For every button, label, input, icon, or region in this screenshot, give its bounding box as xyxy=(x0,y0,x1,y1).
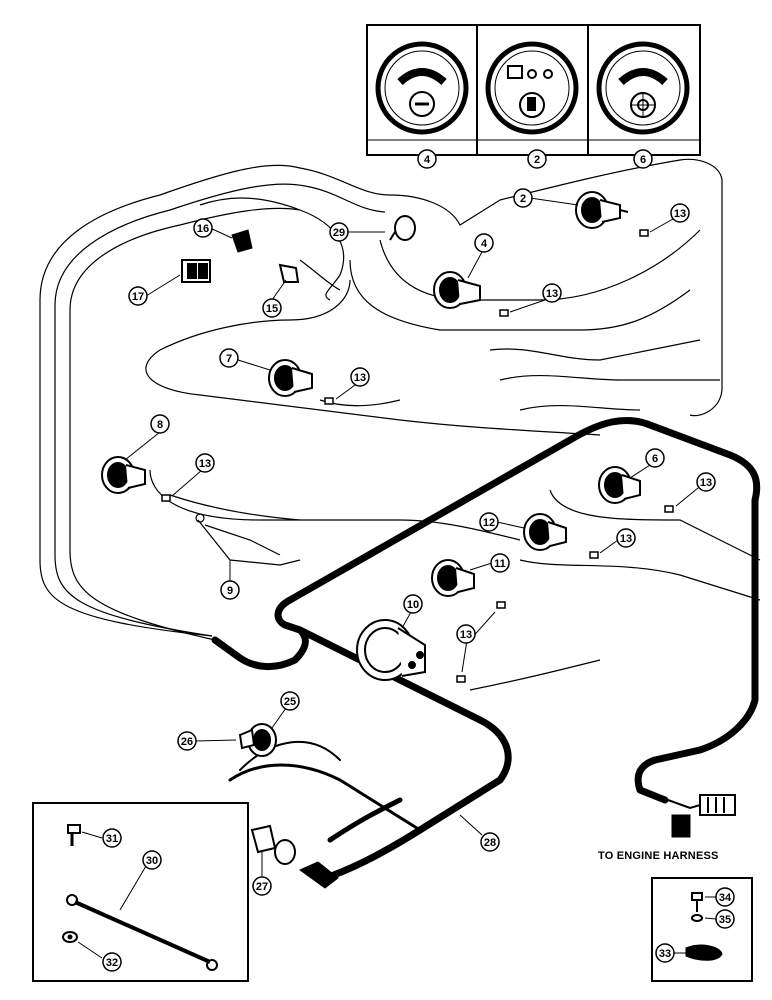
callout-25: 25 xyxy=(280,691,300,711)
callout-9: 9 xyxy=(220,580,240,600)
component-socket-15 xyxy=(278,263,300,283)
svg-text:4: 4 xyxy=(424,154,431,166)
svg-text:13: 13 xyxy=(354,372,366,384)
engine-harness-connector xyxy=(667,794,736,838)
callout-17: 17 xyxy=(128,286,148,306)
callout-34: 34 xyxy=(715,887,735,907)
callout-13f: 13 xyxy=(616,528,636,548)
svg-text:8: 8 xyxy=(157,419,163,431)
callout-13e: 13 xyxy=(696,472,716,492)
callout-gauge-panel-right: 6 xyxy=(633,149,653,169)
svg-text:15: 15 xyxy=(266,303,278,315)
svg-text:10: 10 xyxy=(407,599,419,611)
callouts: 4 2 6 2 13 16 29 xyxy=(77,149,735,972)
callout-32: 32 xyxy=(102,952,122,972)
connector-13-set xyxy=(161,229,674,683)
component-tachometer-10 xyxy=(356,619,426,681)
component-gauge-6 xyxy=(598,466,641,504)
callout-7: 7 xyxy=(219,348,239,368)
callout-29: 29 xyxy=(329,222,349,242)
svg-text:4: 4 xyxy=(481,238,488,250)
bottom-connector xyxy=(299,861,339,889)
svg-text:9: 9 xyxy=(227,585,233,597)
component-gauge-8 xyxy=(101,456,146,494)
callout-4: 4 xyxy=(474,233,494,253)
svg-text:29: 29 xyxy=(333,227,345,239)
component-gauge-4 xyxy=(433,271,481,309)
callout-11: 11 xyxy=(490,553,510,573)
svg-text:7: 7 xyxy=(226,353,232,365)
callout-8: 8 xyxy=(150,414,170,434)
svg-text:26: 26 xyxy=(181,736,193,748)
callout-26: 26 xyxy=(177,731,197,751)
temperature-gauge-face xyxy=(375,41,469,135)
engine-harness-caption: TO ENGINE HARNESS xyxy=(598,850,719,862)
inset-terminal xyxy=(651,877,753,982)
fuel-gauge-face xyxy=(485,41,579,135)
callout-12: 12 xyxy=(479,512,499,532)
svg-text:2: 2 xyxy=(534,154,540,166)
callout-10: 10 xyxy=(403,594,423,614)
svg-text:17: 17 xyxy=(132,291,144,303)
oil-pressure-gauge-face xyxy=(596,41,690,135)
callout-30: 30 xyxy=(142,850,162,870)
callout-28: 28 xyxy=(480,832,500,852)
svg-text:13: 13 xyxy=(620,533,632,545)
callout-13d: 13 xyxy=(195,453,215,473)
component-gauge-12 xyxy=(523,513,567,551)
component-gauge-2 xyxy=(575,191,629,229)
component-switch-27 xyxy=(250,824,296,865)
svg-text:13: 13 xyxy=(546,288,558,300)
svg-text:34: 34 xyxy=(719,892,732,904)
callout-gauge-panel-left: 4 xyxy=(417,149,437,169)
main-harness xyxy=(211,416,761,884)
callout-6: 6 xyxy=(645,448,665,468)
svg-text:12: 12 xyxy=(483,517,495,529)
svg-text:33: 33 xyxy=(659,948,671,960)
svg-text:35: 35 xyxy=(719,914,731,926)
svg-text:13: 13 xyxy=(700,477,712,489)
component-lamp-16 xyxy=(231,229,253,253)
component-sender-29 xyxy=(389,215,416,241)
callout-13g: 13 xyxy=(456,624,476,644)
svg-text:6: 6 xyxy=(652,453,658,465)
callout-33: 33 xyxy=(655,943,675,963)
svg-text:6: 6 xyxy=(640,154,646,166)
svg-text:28: 28 xyxy=(484,837,496,849)
gauge-panel xyxy=(366,24,701,156)
svg-text:31: 31 xyxy=(106,833,118,845)
inset-battery-cable xyxy=(32,802,249,982)
callout-2: 2 xyxy=(513,188,533,208)
callout-13b: 13 xyxy=(542,283,562,303)
component-wire-lead-9 xyxy=(195,513,301,566)
svg-text:25: 25 xyxy=(284,696,296,708)
component-ignition-switch-25 xyxy=(238,723,277,757)
callout-13a: 13 xyxy=(670,203,690,223)
callout-27: 27 xyxy=(252,876,272,896)
callout-31: 31 xyxy=(102,828,122,848)
svg-text:13: 13 xyxy=(460,629,472,641)
svg-text:13: 13 xyxy=(199,458,211,470)
svg-text:11: 11 xyxy=(494,558,506,570)
svg-text:27: 27 xyxy=(256,881,268,893)
callout-15: 15 xyxy=(262,298,282,318)
svg-text:2: 2 xyxy=(520,193,526,205)
component-gauge-7 xyxy=(268,359,313,397)
svg-text:13: 13 xyxy=(674,208,686,220)
callout-16: 16 xyxy=(193,218,213,238)
svg-text:32: 32 xyxy=(106,957,118,969)
svg-text:30: 30 xyxy=(146,855,158,867)
callout-35: 35 xyxy=(715,909,735,929)
callout-13c: 13 xyxy=(350,367,370,387)
component-gauge-11 xyxy=(431,559,475,597)
svg-text:16: 16 xyxy=(197,223,209,235)
callout-gauge-panel-mid: 2 xyxy=(527,149,547,169)
component-switch-17 xyxy=(181,259,211,283)
